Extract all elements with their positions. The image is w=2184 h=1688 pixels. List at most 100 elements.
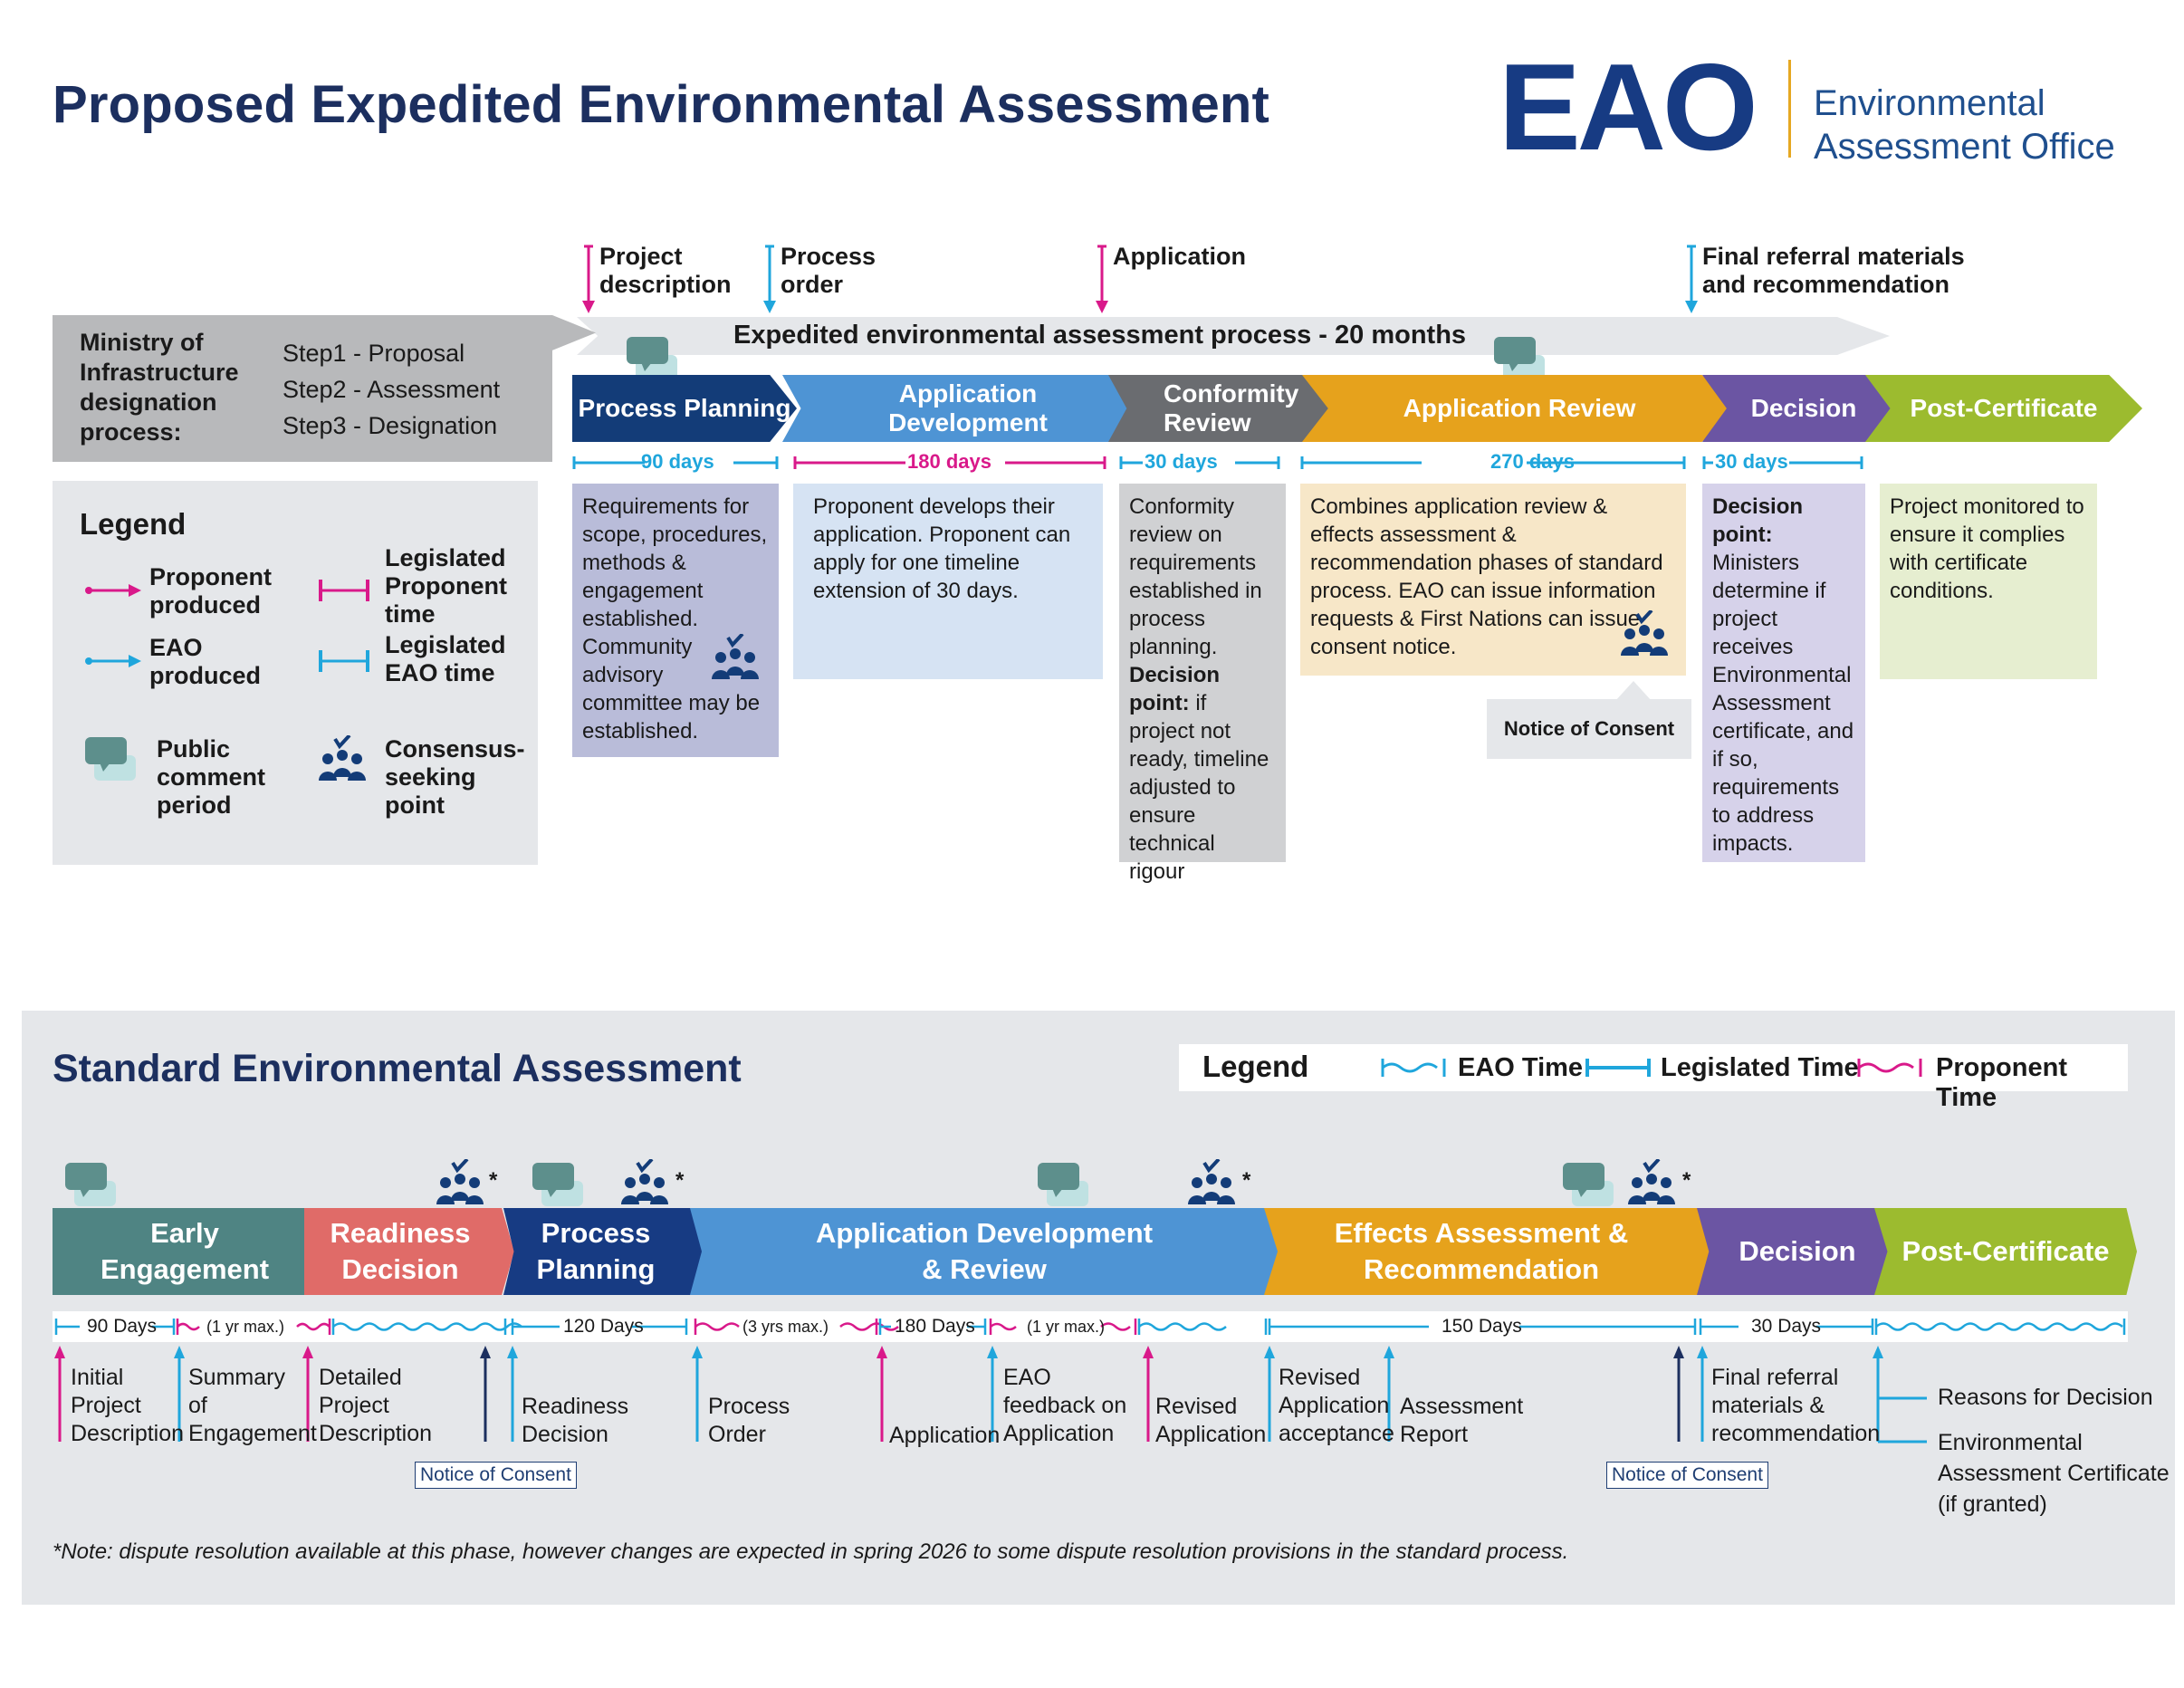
- output-line: EAO: [1003, 1365, 1051, 1390]
- milestone-line: Application: [1113, 243, 1246, 270]
- footnote: *Note: dispute resolution available at t…: [53, 1539, 1569, 1564]
- desc-process-planning: Requirements for scope, procedures, meth…: [572, 484, 779, 757]
- output-arrows: [54, 1346, 1927, 1443]
- legend-item-label: Proponent Time: [1936, 1053, 2067, 1112]
- output-line: Engagement: [188, 1421, 317, 1446]
- ministry-label-line: process:: [80, 418, 182, 446]
- standard-legend-title: Legend: [1202, 1050, 1309, 1083]
- output-line: Application: [889, 1423, 1001, 1448]
- comment-bubble-icon: [1563, 1163, 1614, 1206]
- output-line: Revised: [1155, 1394, 1238, 1419]
- desc-decision: Decision point: Ministers determine if p…: [1702, 484, 1865, 862]
- desc-text: Project monitored to ensure it complies …: [1890, 494, 2084, 603]
- consensus-people-icon: [712, 634, 759, 679]
- duration-label: 30 days: [1715, 450, 1788, 473]
- std-phase-application-development: Application Development& Review: [690, 1208, 1279, 1295]
- ministry-step: Step3 - Designation: [283, 412, 498, 439]
- phase-label: Planning: [536, 1253, 656, 1285]
- milestone-arrow-project-description: [582, 245, 595, 313]
- page-title: Proposed Expedited Environmental Assessm…: [53, 75, 1270, 134]
- output-line: Initial: [71, 1365, 124, 1390]
- std-phase-effects-assessment: Effects Assessment &Recommendation: [1264, 1208, 1717, 1295]
- ministry-steps: Step1 - Proposal Step2 - Assessment Step…: [283, 335, 500, 444]
- output-line: Assessment Certificate: [1938, 1461, 2170, 1486]
- phase-decision: Decision: [1702, 375, 1905, 442]
- ministry-step: Step2 - Assessment: [283, 376, 501, 403]
- milestone-project-description: Project description: [599, 243, 732, 299]
- milestone-application: Application: [1113, 243, 1246, 271]
- phase-label: Engagement: [100, 1253, 270, 1285]
- logo-subtitle-line2: Assessment Office: [1814, 127, 2115, 167]
- legend-item-label: EAO produced: [149, 634, 262, 689]
- legend-item-label: Legislated Proponent time: [385, 544, 507, 628]
- output-line: Application: [1279, 1393, 1390, 1418]
- output-line: (if granted): [1938, 1491, 2047, 1517]
- standard-timeline: [54, 1319, 2126, 1335]
- std-phase-decision: Decision: [1697, 1208, 1898, 1295]
- phase-post-certificate: Post-Certificate: [1865, 375, 2142, 442]
- standard-timeline-strip: [53, 1311, 2128, 1342]
- desc-application-review: Combines application review & effects as…: [1300, 484, 1686, 676]
- asterisk: *: [489, 1168, 498, 1193]
- legend-item-label: Public comment period: [157, 735, 266, 819]
- output-line: Decision: [522, 1422, 608, 1447]
- milestone-line: Process: [781, 243, 876, 270]
- legend-item-label: Legislated Time: [1661, 1053, 1859, 1082]
- notice-of-consent-box: Notice of Consent: [1606, 1462, 1768, 1489]
- timeline-label: 90 Days: [87, 1316, 158, 1337]
- output-application: Application: [889, 1422, 1000, 1450]
- phase-label: Application Development: [815, 1217, 1154, 1249]
- timeline-label: 120 Days: [563, 1316, 644, 1337]
- comment-bubble-icon: [1038, 1163, 1088, 1206]
- timeline-label: 180 Days: [895, 1316, 975, 1337]
- standard-panel: [22, 1011, 2175, 1605]
- notice-of-consent-box: Notice of Consent: [1487, 699, 1691, 759]
- ministry-label-line: designation: [80, 388, 217, 416]
- standard-legend: Legend EAO Time Legislated Time Proponen…: [1179, 1044, 2128, 1112]
- phase-label: Decision: [1750, 394, 1857, 422]
- phase-label: Application Development: [888, 379, 1048, 436]
- eao-time-bracket-icon: [319, 650, 369, 672]
- duration-label: 30 days: [1145, 450, 1218, 473]
- phase-label: Post-Certificate: [1910, 394, 2098, 422]
- phase-label: Decision: [341, 1253, 459, 1285]
- desc-text: Ministers determine if project receives …: [1712, 551, 1854, 856]
- desc-text: if project not ready, timeline adjusted …: [1129, 691, 1269, 884]
- phase-conformity-review: Conformity Review: [1108, 375, 1338, 442]
- proponent-arrow-icon: [85, 584, 141, 597]
- phase-label: Process: [541, 1217, 651, 1249]
- phase-application-development: Application Development: [782, 375, 1154, 442]
- output-line: Environmental: [1938, 1430, 2083, 1455]
- expedited-duration-text: Expedited environmental assessment proce…: [733, 321, 1467, 350]
- desc-text: Combines application review & effects as…: [1310, 494, 1663, 659]
- ministry-label-line: Ministry of: [80, 329, 204, 356]
- milestone-final-referral: Final referral materials and recommendat…: [1702, 243, 1965, 299]
- legend-panel: [53, 481, 538, 865]
- duration-label: 180 days: [907, 450, 991, 473]
- expedited-duration-band: [577, 317, 1890, 355]
- output-line: Final referral: [1711, 1365, 1839, 1390]
- output-line: Readiness: [522, 1394, 629, 1419]
- std-phase-post-certificate: Post-Certificate: [1874, 1208, 2137, 1295]
- consensus-people-icon: [436, 1159, 484, 1204]
- ministry-label-line: Infrastructure: [80, 359, 239, 386]
- logo-subtitle-line1: Environmental: [1814, 83, 2045, 123]
- consensus-people-icon: [1628, 1159, 1675, 1204]
- eao-time-icon: [1381, 1059, 1446, 1077]
- ministry-label: Ministry of Infrastructure designation p…: [80, 328, 239, 447]
- legend-item-label: Consensus-seeking point: [385, 735, 525, 819]
- milestone-line: Final referral materials: [1702, 243, 1965, 270]
- duration-brackets: [572, 456, 1863, 469]
- output-line: feedback on: [1003, 1393, 1127, 1418]
- duration-label: 90 days: [641, 450, 714, 473]
- phase-process-planning: Process Planning: [572, 375, 797, 442]
- timeline-label: (1 yr max.): [1027, 1318, 1106, 1336]
- milestone-arrow-application: [1096, 245, 1108, 313]
